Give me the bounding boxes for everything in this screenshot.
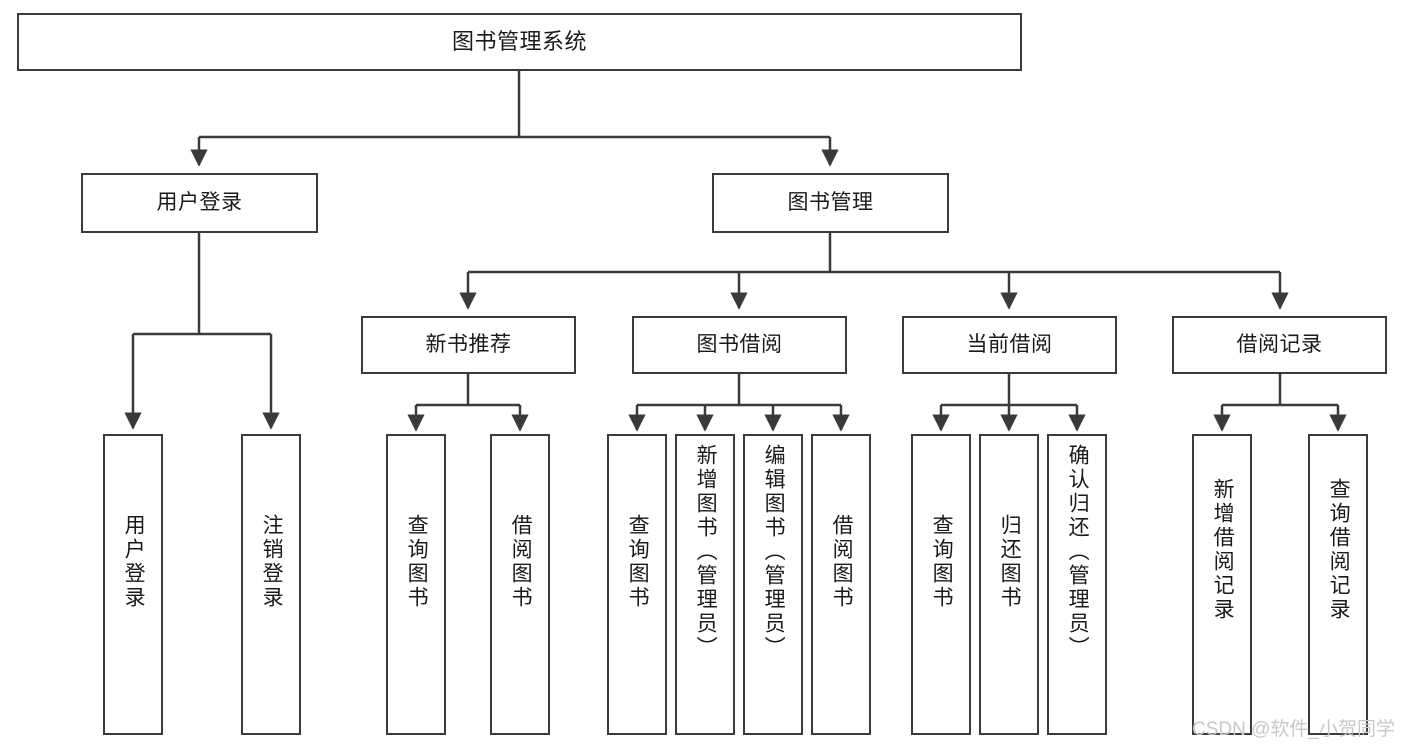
leaf-query-borrow-record[interactable]: 查询借阅记录 [1308,434,1368,735]
node-borrow-records-label: 借阅记录 [1236,333,1323,357]
node-book-borrow-label: 图书借阅 [696,333,783,357]
leaf-logout[interactable]: 注销登录 [241,434,301,735]
leaf-query-books-borrow[interactable]: 查询图书 [607,434,667,735]
node-current-borrow-label: 当前借阅 [966,333,1053,357]
leaf-edit-book-admin[interactable]: 编辑图书（管理员） [743,434,803,735]
leaf-query-borrow-record-label: 查询借阅记录 [1327,478,1351,622]
leaf-return-books-label: 归还图书 [998,514,1022,610]
node-root-label: 图书管理系统 [451,28,587,54]
leaf-add-book-admin-label: 新增图书（管理员） [694,444,718,660]
node-new-book-recommend[interactable]: 新书推荐 [361,316,576,374]
leaf-query-books-borrow-label: 查询图书 [626,514,650,610]
leaf-borrow-books-newbook-label: 借阅图书 [509,514,533,610]
leaf-edit-book-admin-label: 编辑图书（管理员） [762,444,786,660]
node-borrow-records[interactable]: 借阅记录 [1172,316,1387,374]
leaf-add-borrow-record-label: 新增借阅记录 [1211,478,1235,622]
leaf-user-login-label: 用户登录 [122,514,146,610]
node-root[interactable]: 图书管理系统 [17,13,1022,71]
node-user-login-label: 用户登录 [156,191,243,215]
leaf-add-book-admin[interactable]: 新增图书（管理员） [675,434,735,735]
node-new-book-recommend-label: 新书推荐 [425,333,512,357]
node-current-borrow[interactable]: 当前借阅 [902,316,1117,374]
leaf-query-books-current[interactable]: 查询图书 [911,434,971,735]
node-book-borrow[interactable]: 图书借阅 [632,316,847,374]
leaf-borrow-books-borrow[interactable]: 借阅图书 [811,434,871,735]
leaf-logout-label: 注销登录 [260,514,284,610]
leaf-borrow-books-borrow-label: 借阅图书 [830,514,854,610]
leaf-query-books-newbook-label: 查询图书 [405,514,429,610]
leaf-borrow-books-newbook[interactable]: 借阅图书 [490,434,550,735]
node-book-management-label: 图书管理 [787,191,874,215]
leaf-return-books[interactable]: 归还图书 [979,434,1039,735]
node-user-login[interactable]: 用户登录 [81,173,318,233]
leaf-query-books-newbook[interactable]: 查询图书 [386,434,446,735]
leaf-confirm-return-admin[interactable]: 确认归还（管理员） [1047,434,1107,735]
csdn-watermark: CSDN @软件_小贺同学 [1192,719,1395,740]
leaf-add-borrow-record[interactable]: 新增借阅记录 [1192,434,1252,735]
node-book-management[interactable]: 图书管理 [712,173,949,233]
leaf-confirm-return-admin-label: 确认归还（管理员） [1066,444,1090,660]
leaf-query-books-current-label: 查询图书 [930,514,954,610]
leaf-user-login[interactable]: 用户登录 [103,434,163,735]
